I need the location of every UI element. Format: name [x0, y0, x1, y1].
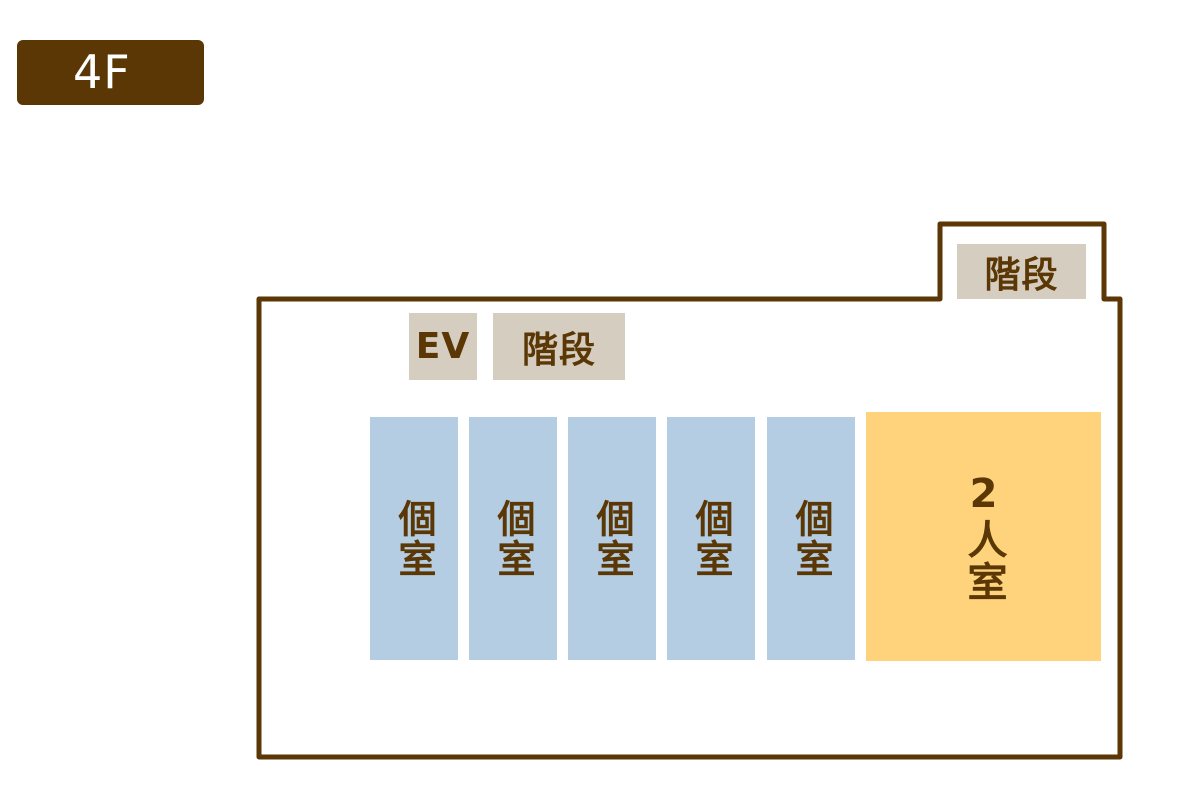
- floor-badge: 4F: [17, 40, 204, 105]
- single-room: 個室: [469, 417, 557, 660]
- double-room: 2人室: [866, 412, 1101, 661]
- stairs-center: 階段: [493, 313, 625, 380]
- single-room: 個室: [667, 417, 755, 660]
- elevator: EV: [409, 313, 477, 380]
- single-room: 個室: [370, 417, 458, 660]
- single-room: 個室: [568, 417, 656, 660]
- stairs-top-right: 階段: [957, 244, 1086, 299]
- single-room: 個室: [767, 417, 855, 660]
- floor-wall: [256, 221, 1123, 760]
